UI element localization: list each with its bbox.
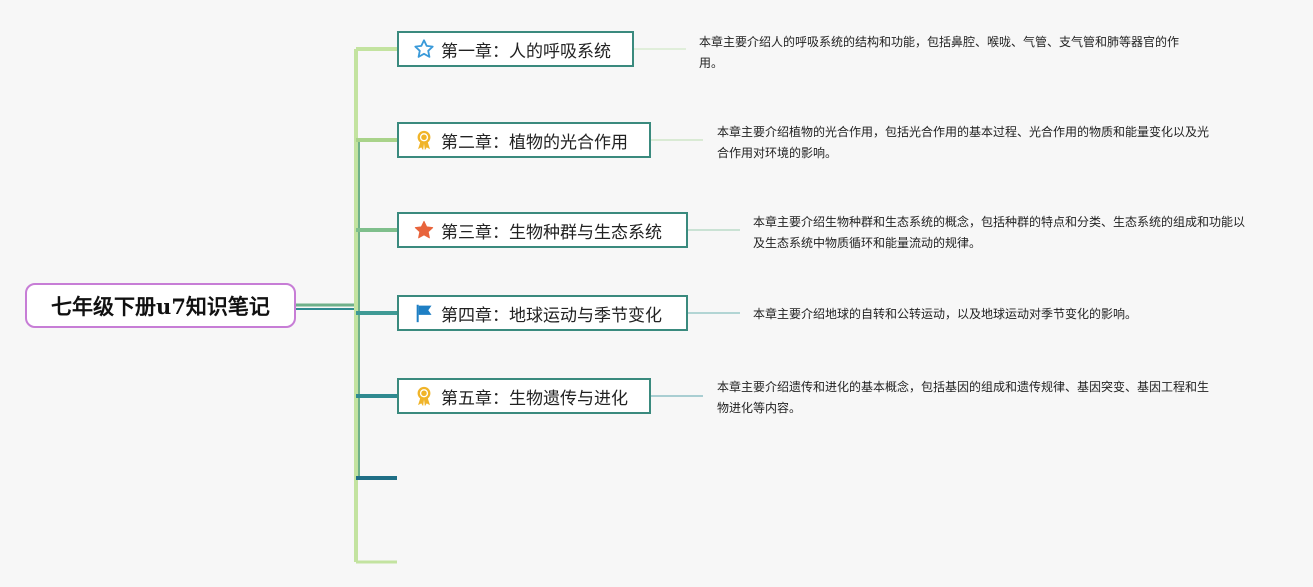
- topic-chapter-1[interactable]: 第一章：人的呼吸系统: [397, 31, 634, 67]
- note-chapter-5: 本章主要介绍遗传和进化的基本概念，包括基因的组成和遗传规律、基因突变、基因工程和…: [717, 380, 1210, 415]
- award-ribbon-icon: [413, 385, 435, 407]
- topic-chapter-5[interactable]: 第五章：生物遗传与进化: [397, 378, 651, 414]
- topic-chapter-3[interactable]: 第三章：生物种群与生态系统: [397, 212, 688, 248]
- root-topic[interactable]: 七年级下册u7知识笔记: [25, 283, 296, 328]
- note-chapter-1: 本章主要介绍人的呼吸系统的结构和功能，包括鼻腔、喉咙、气管、支气管和肺等器官的作…: [699, 35, 1180, 70]
- topic-chapter-3-label: 第三章：生物种群与生态系统: [441, 222, 662, 243]
- award-ribbon-icon: [413, 129, 435, 151]
- note-chapter-4: 本章主要介绍地球的自转和公转运动，以及地球运动对季节变化的影响。: [753, 307, 1138, 321]
- star-filled-icon: [413, 219, 435, 241]
- note-chapter-3: 本章主要介绍生物种群和生态系统的概念，包括种群的特点和分类、生态系统的组成和功能…: [753, 215, 1246, 250]
- flag-icon: [413, 302, 435, 324]
- star-outline-icon: [413, 38, 435, 60]
- topic-chapter-1-label: 第一章：人的呼吸系统: [441, 41, 611, 62]
- root-topic-label: 七年级下册u7知识笔记: [51, 293, 270, 319]
- topic-chapter-4[interactable]: 第四章：地球运动与季节变化: [397, 295, 688, 331]
- note-connectors: [634, 48, 740, 397]
- topic-chapter-5-label: 第五章：生物遗传与进化: [441, 388, 628, 409]
- topic-chapter-2[interactable]: 第二章：植物的光合作用: [397, 122, 651, 158]
- topic-chapter-4-label: 第四章：地球运动与季节变化: [441, 305, 662, 326]
- note-chapter-2: 本章主要介绍植物的光合作用，包括光合作用的基本过程、光合作用的物质和能量变化以及…: [717, 125, 1210, 160]
- topic-chapter-2-label: 第二章：植物的光合作用: [441, 132, 628, 153]
- branch-lines: [296, 47, 397, 564]
